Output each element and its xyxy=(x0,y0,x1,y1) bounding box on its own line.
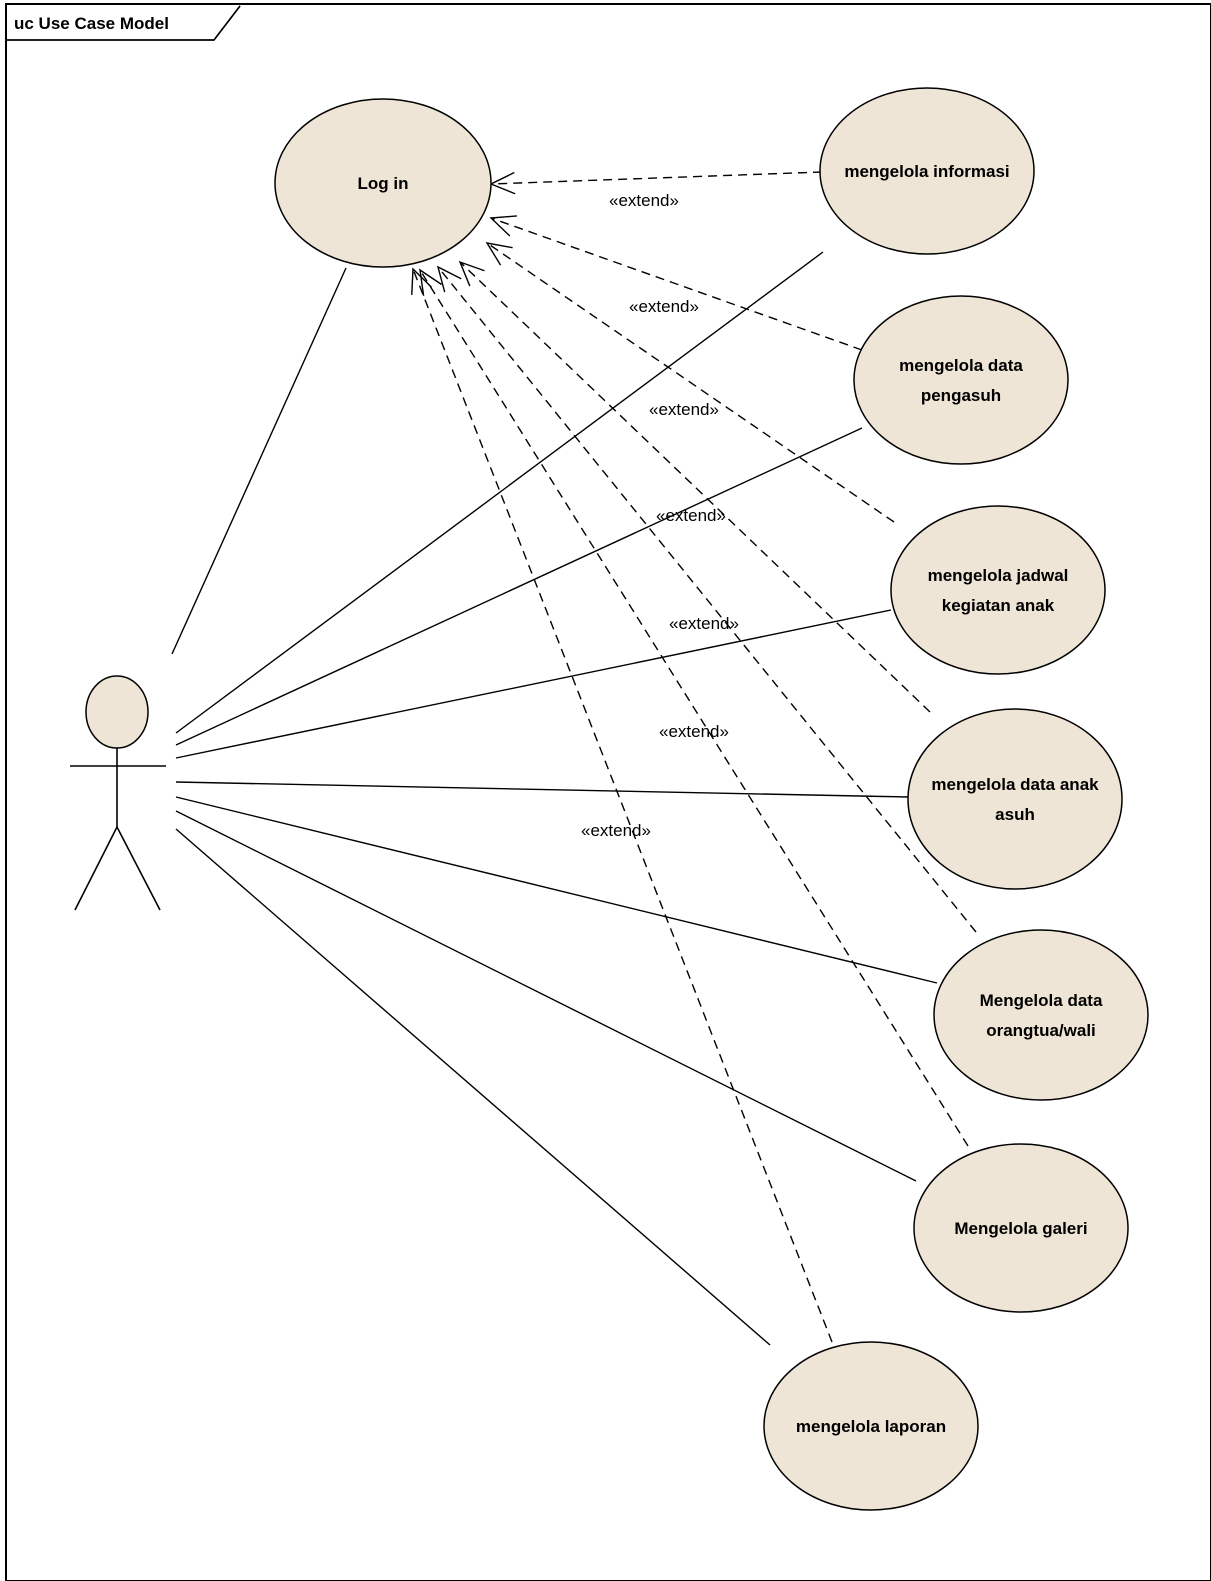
extend-galeri: «extend» xyxy=(419,268,969,1147)
use-case-login[interactable]: Log in xyxy=(274,98,492,268)
use-case-ellipse xyxy=(907,708,1123,890)
use-case-label: Mengelola galeri xyxy=(954,1219,1087,1238)
association-actor-galeri xyxy=(175,810,917,1182)
extend-label: «extend» xyxy=(581,821,651,840)
use-case-anak-asuh[interactable]: mengelola data anak asuh xyxy=(907,708,1123,890)
use-case-label: mengelola data anak xyxy=(931,775,1099,794)
use-case-informasi[interactable]: mengelola informasi xyxy=(819,87,1035,255)
use-case-label: mengelola laporan xyxy=(796,1417,946,1436)
association-actor-pengasuh xyxy=(175,427,863,746)
association-actor-orangtua xyxy=(175,796,938,984)
actor-right-leg xyxy=(116,826,161,911)
association-actor-laporan xyxy=(175,828,771,1346)
association-actor-anak-asuh xyxy=(175,781,909,798)
use-cases: Log in mengelola informasi mengelola data p… xyxy=(274,87,1149,1511)
extend-dependencies: «extend» «extend» «extend» «extend» «extend»… xyxy=(411,171,977,1343)
actor-left-leg xyxy=(74,826,118,911)
use-case-label: mengelola jadwal xyxy=(928,566,1069,585)
association-actor-login xyxy=(171,267,347,655)
use-case-laporan[interactable]: mengelola laporan xyxy=(763,1341,979,1511)
extend-orangtua: «extend» xyxy=(436,265,977,933)
use-case-ellipse xyxy=(763,1341,979,1511)
use-case-label: Log in xyxy=(358,174,409,193)
use-case-label: kegiatan anak xyxy=(942,596,1055,615)
extend-label: «extend» xyxy=(669,614,739,633)
use-case-ellipse xyxy=(890,505,1106,675)
use-case-label: pengasuh xyxy=(921,386,1001,405)
use-case-galeri[interactable]: Mengelola galeri xyxy=(913,1143,1129,1313)
use-case-pengasuh[interactable]: mengelola data pengasuh xyxy=(853,295,1069,465)
use-case-orangtua[interactable]: Mengelola data orangtua/wali xyxy=(933,929,1149,1101)
use-case-ellipse xyxy=(274,98,492,268)
association-actor-jadwal xyxy=(175,609,892,759)
extend-pengasuh: «extend» xyxy=(489,215,863,351)
extend-laporan: «extend» xyxy=(411,267,833,1343)
use-case-label: Mengelola data xyxy=(980,991,1103,1010)
actor-head xyxy=(85,675,149,749)
extend-label: «extend» xyxy=(609,191,679,210)
use-case-ellipse xyxy=(819,87,1035,255)
use-case-jadwal[interactable]: mengelola jadwal kegiatan anak xyxy=(890,505,1106,675)
extend-anak-asuh: «extend» xyxy=(458,260,931,713)
extend-label: «extend» xyxy=(656,506,726,525)
association-lines xyxy=(171,251,938,1346)
use-case-ellipse xyxy=(933,929,1149,1101)
frame-title: uc Use Case Model xyxy=(14,14,169,33)
use-case-label: orangtua/wali xyxy=(986,1021,1096,1040)
use-case-label: mengelola informasi xyxy=(844,162,1009,181)
use-case-label: mengelola data xyxy=(899,356,1023,375)
association-actor-informasi xyxy=(175,251,824,734)
extend-jadwal: «extend» xyxy=(485,242,895,523)
use-case-ellipse xyxy=(913,1143,1129,1313)
extend-label: «extend» xyxy=(649,400,719,419)
use-case-label: asuh xyxy=(995,805,1035,824)
use-case-ellipse xyxy=(853,295,1069,465)
frame-title-tab: uc Use Case Model xyxy=(6,5,241,41)
extend-label: «extend» xyxy=(629,297,699,316)
extend-label: «extend» xyxy=(659,722,729,741)
actor[interactable] xyxy=(70,675,166,911)
